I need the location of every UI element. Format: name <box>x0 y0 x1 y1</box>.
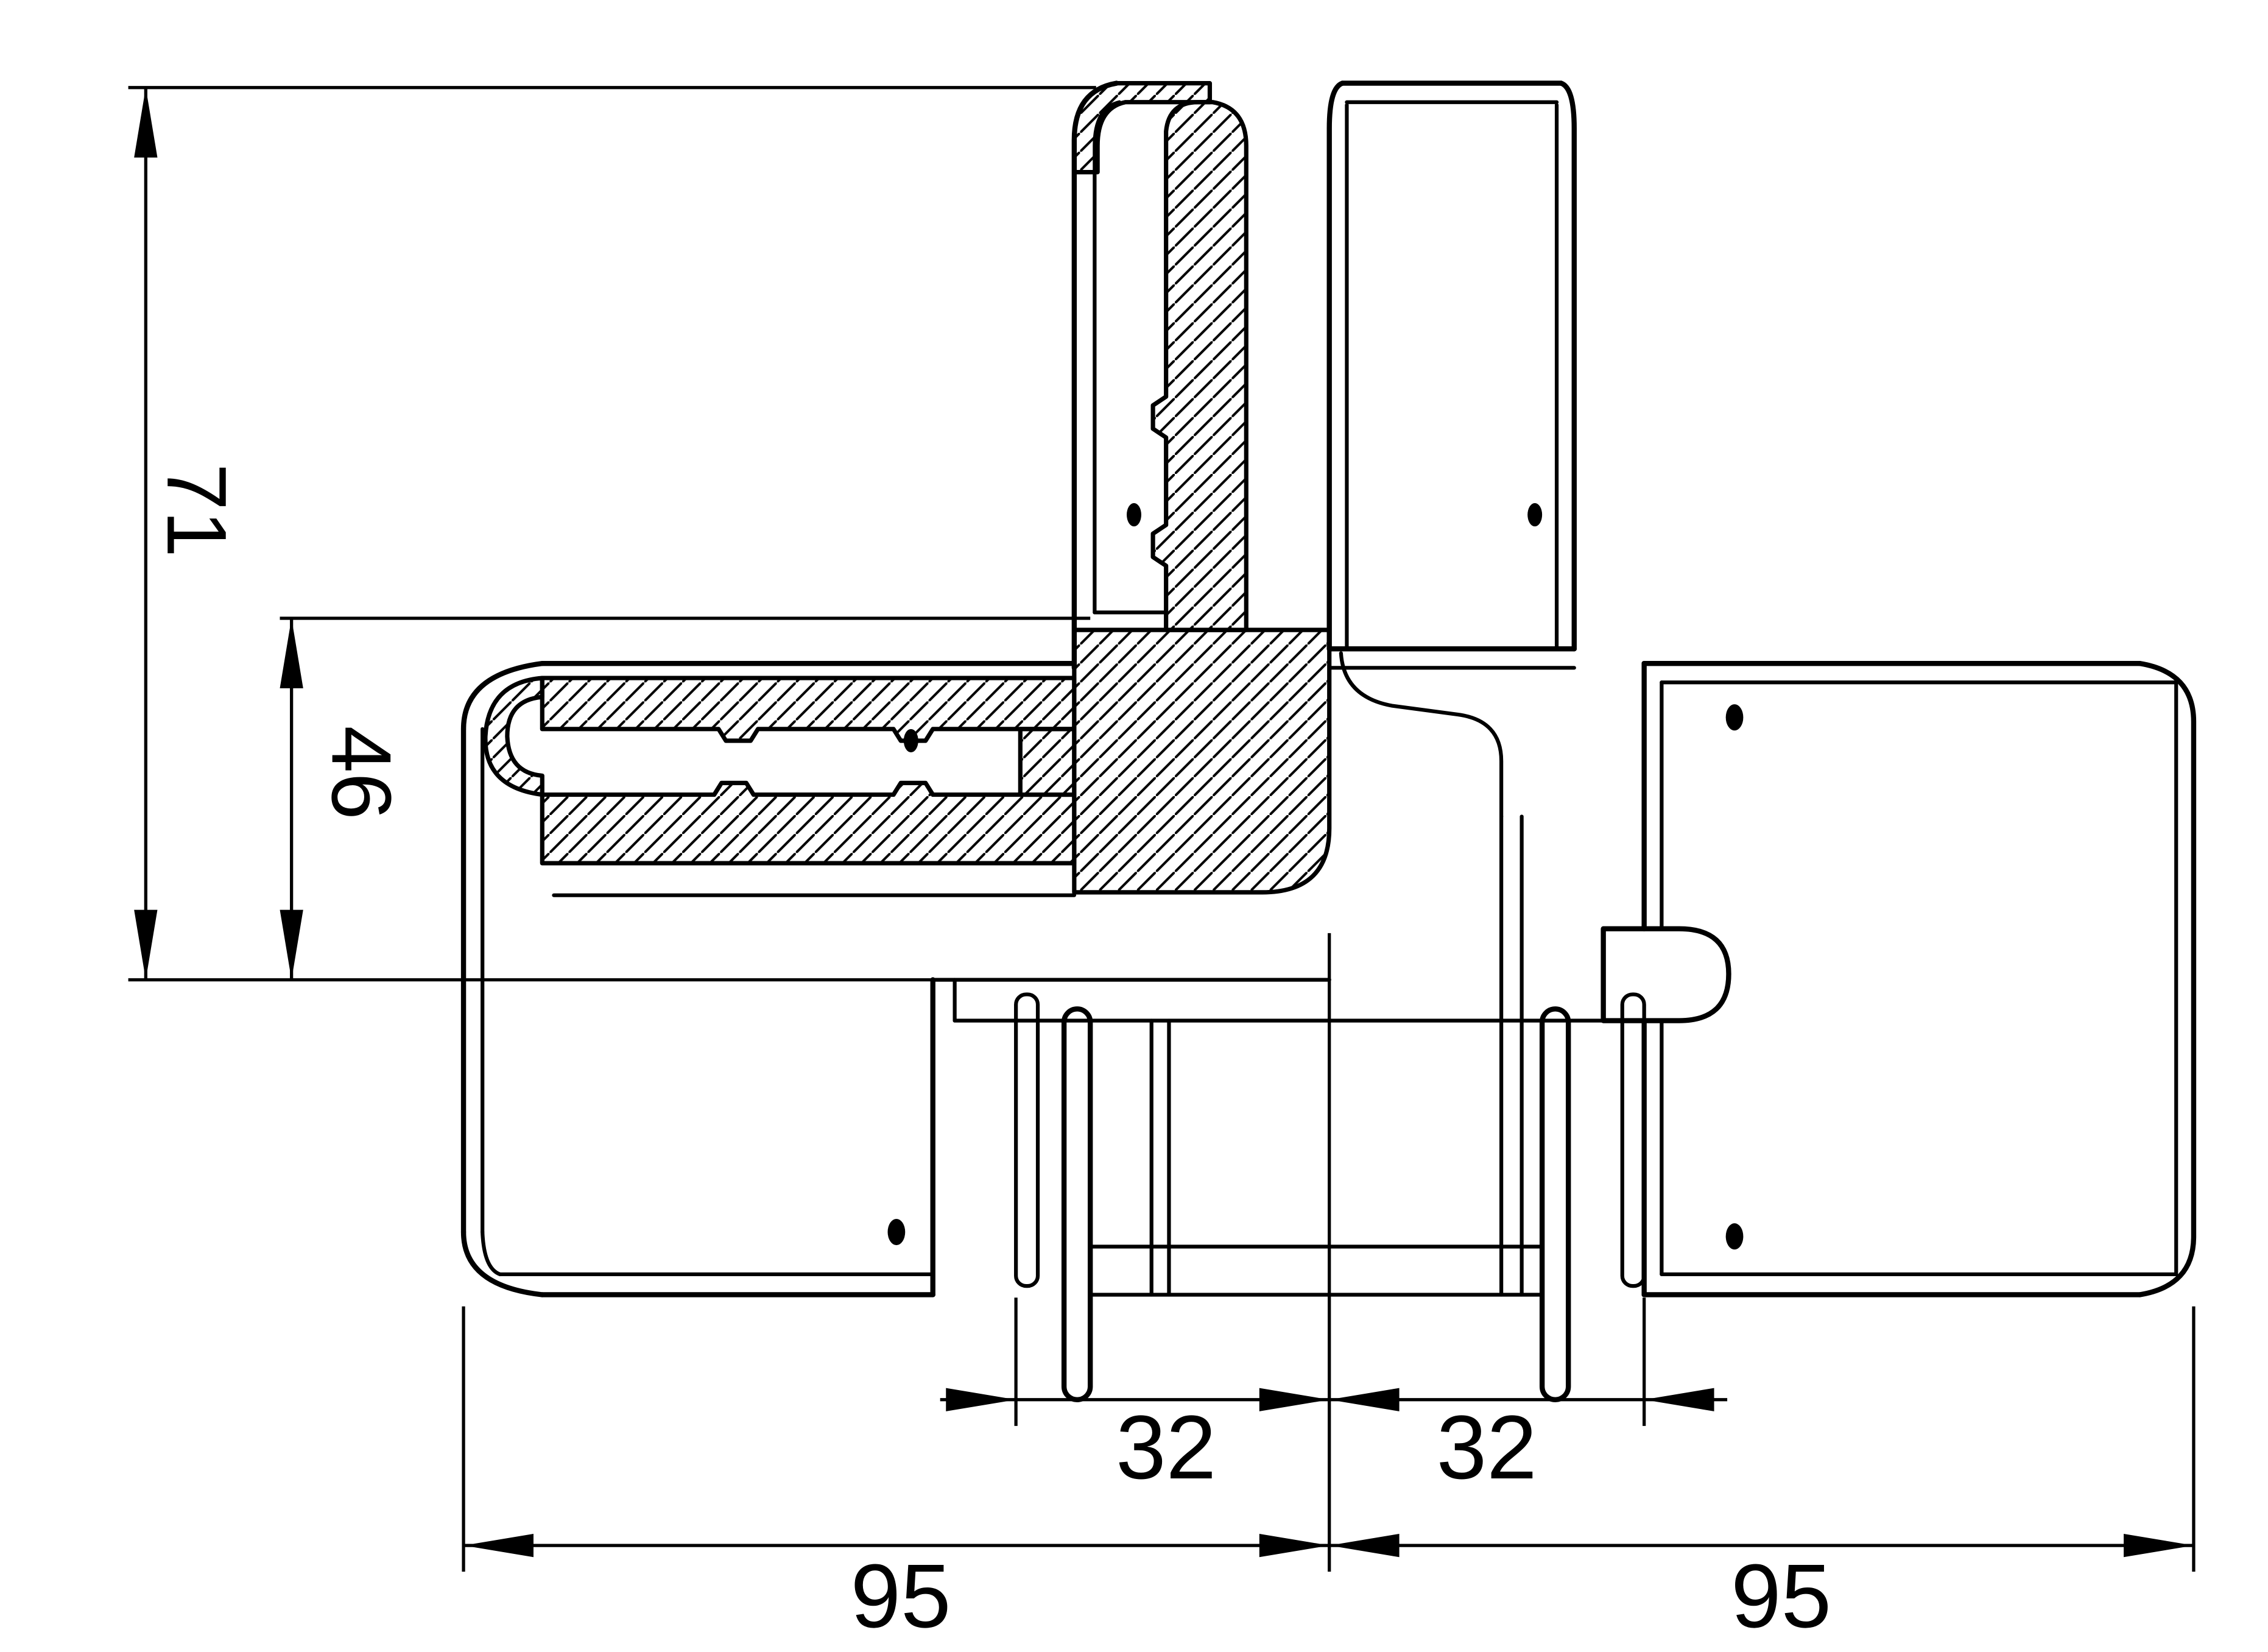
dimension-32-pair: 32 32 <box>940 1388 1728 1498</box>
arrow-left-icon <box>463 1533 534 1558</box>
dimension-71: 71 <box>134 87 244 980</box>
right-branch-sleeve <box>1641 660 2197 1297</box>
dimension-label-32-left: 32 <box>1116 1397 1216 1498</box>
dimension-label-95-right: 95 <box>1731 1546 1831 1647</box>
weep-hole-top-right <box>1527 503 1543 527</box>
sleeve-outer-edge <box>1071 80 1119 671</box>
arrow-left-icon <box>1329 1388 1400 1411</box>
arrow-right-icon <box>1259 1533 1329 1558</box>
sleeve-inner-edge <box>1093 100 1122 615</box>
dimension-annotations: 71 46 32 32 95 95 <box>128 86 2196 1647</box>
vertical-branch-right-sleeve <box>1326 80 1577 670</box>
press-collar-right <box>1620 992 1646 1288</box>
weep-hole-left-bottom <box>887 1218 906 1246</box>
arrow-down-icon <box>134 909 158 980</box>
inner-corner-shoulder-section <box>1018 727 1077 797</box>
horizontal-bottom-wall-section <box>540 780 1077 866</box>
arrow-down-icon <box>280 909 303 980</box>
fitting-body-hatched-section <box>483 81 1332 895</box>
weep-hole-right-bottom <box>1725 1223 1744 1250</box>
sleeve-left-edge <box>1326 80 1345 652</box>
dimension-label-32-right: 32 <box>1437 1397 1537 1498</box>
left-branch <box>460 660 1331 1297</box>
arrow-up-icon <box>134 87 158 158</box>
arrow-left-icon <box>1644 1388 1714 1411</box>
branch-fillet-curve <box>1339 651 1504 819</box>
sleeve-right-flare <box>2137 660 2197 1297</box>
weep-hole-left-top <box>903 729 918 753</box>
dimension-label-95-left: 95 <box>851 1546 951 1647</box>
sleeve-bottom-inner-curve <box>481 1230 502 1277</box>
rib-left <box>1061 1006 1093 1402</box>
arrow-right-icon <box>2124 1533 2194 1558</box>
arrow-right-icon <box>1259 1388 1329 1411</box>
weep-hole-top-left <box>1127 503 1141 527</box>
left-sleeve-curl-section <box>483 676 544 797</box>
rib-right <box>1539 1006 1571 1402</box>
press-collar-left <box>1014 992 1040 1288</box>
stop-lug <box>1601 926 1731 1023</box>
sleeve-left-flare-top <box>460 660 545 732</box>
vertical-branch-left <box>1071 80 1168 671</box>
arrow-up-icon <box>280 618 303 688</box>
arrow-left-icon <box>1329 1533 1400 1558</box>
arrow-right-icon <box>946 1388 1016 1411</box>
dimension-46: 46 <box>280 618 409 980</box>
sleeve-left-flare-bottom <box>460 1229 545 1297</box>
corner-block-section <box>1072 627 1332 895</box>
fitting-cross-section <box>460 80 2197 1402</box>
dimension-label-46: 46 <box>314 725 409 819</box>
horizontal-top-wall-section <box>540 676 1077 743</box>
weep-hole-right-top <box>1725 704 1744 731</box>
vertical-fitting-wall-section <box>1150 100 1248 632</box>
dimension-label-71: 71 <box>149 464 244 557</box>
sleeve-right-edge <box>1558 80 1577 652</box>
dimension-95-pair: 95 95 <box>463 1533 2194 1647</box>
